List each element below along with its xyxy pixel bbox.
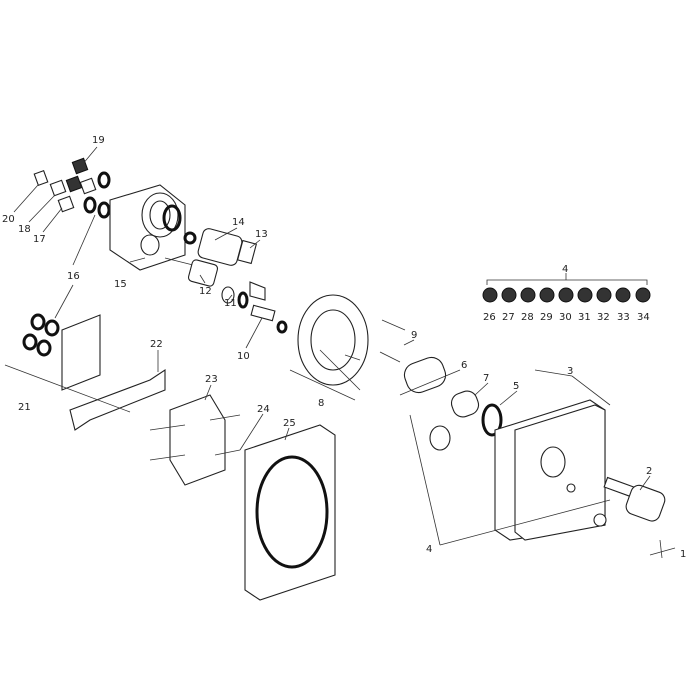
label-23: 23 (205, 374, 218, 385)
label-17: 17 (33, 234, 46, 245)
label-25: 25 (283, 418, 296, 429)
part-cartridge (197, 228, 258, 266)
part-sleeve (403, 356, 503, 451)
label-18: 18 (18, 224, 31, 235)
label-20: 20 (2, 214, 15, 225)
label-27: 27 (502, 312, 515, 323)
part-handle (603, 476, 666, 559)
label-26: 26 (483, 312, 496, 323)
part-screws (379, 319, 406, 363)
label-31: 31 (578, 312, 591, 323)
label-12: 12 (199, 286, 212, 297)
label-9: 9 (411, 330, 417, 341)
label-15: 15 (114, 279, 127, 290)
part-cover-plate (494, 399, 607, 541)
label-24: 24 (257, 404, 270, 415)
leader-lines (4, 146, 676, 556)
part-flange-unit (149, 394, 241, 486)
part-caps-group (33, 157, 111, 219)
label-29: 29 (540, 312, 553, 323)
label-13: 13 (255, 229, 268, 240)
label-28: 28 (521, 312, 534, 323)
part-bracket (69, 368, 166, 431)
label-8: 8 (318, 398, 324, 409)
part-mounting-plate (22, 313, 101, 391)
part-small-parts (221, 281, 288, 334)
label-32: 32 (597, 312, 610, 323)
label-4-bottom: 4 (426, 544, 432, 555)
label-30: 30 (559, 312, 572, 323)
label-4-top: 4 (562, 264, 568, 275)
label-19: 19 (92, 135, 105, 146)
label-5: 5 (513, 381, 519, 392)
label-16: 16 (67, 271, 80, 282)
part-trim-frame (244, 424, 336, 601)
label-6: 6 (461, 360, 467, 371)
part-valve-body (109, 184, 197, 271)
label-2: 2 (646, 466, 652, 477)
label-3: 3 (567, 366, 573, 377)
label-1: 1 (680, 549, 686, 560)
part-labels: 19 20 18 17 16 14 13 15 12 11 10 22 21 2… (2, 135, 686, 560)
label-14: 14 (232, 217, 245, 228)
part-caps-row (482, 279, 651, 303)
part-screw (129, 257, 146, 263)
label-33: 33 (617, 312, 630, 323)
label-21: 21 (18, 402, 31, 413)
label-10: 10 (237, 351, 250, 362)
part-ring-plate (297, 294, 369, 391)
label-7: 7 (483, 373, 489, 384)
label-34: 34 (637, 312, 650, 323)
part-spindle (164, 257, 219, 287)
label-22: 22 (150, 339, 163, 350)
label-11: 11 (224, 298, 237, 309)
